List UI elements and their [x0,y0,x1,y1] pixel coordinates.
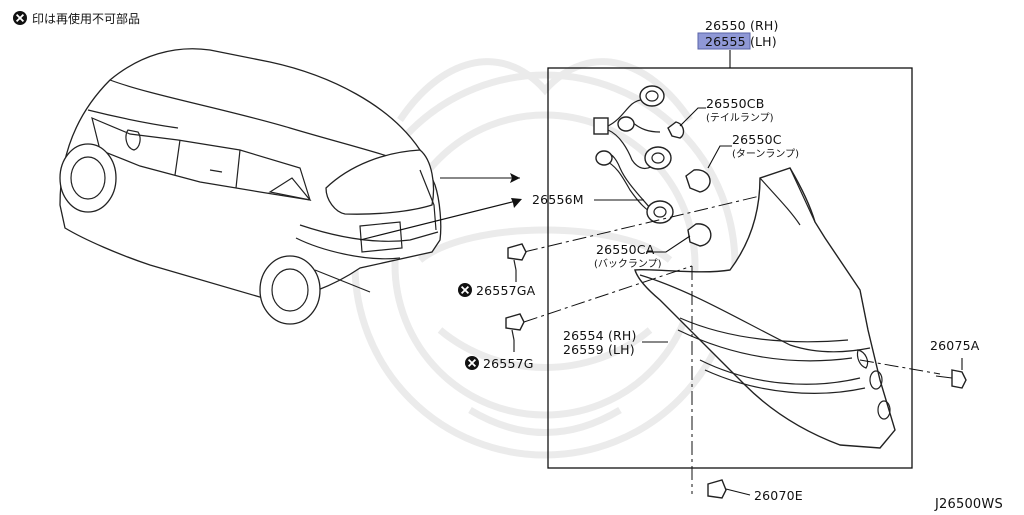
highlight-marker [697,32,751,50]
lamp-part-callout: 26550 (RH) 26555 (LH) [697,18,779,68]
car-to-box-arrows [359,173,522,241]
bolt: 26075A [930,338,980,389]
clip-g: 26557G [465,313,534,371]
back-bulb-icon [687,223,712,247]
back-bulb-name: (バックランプ) [594,258,662,270]
wiring-harness [593,85,674,224]
clip-ga-label: 26557GA [476,283,536,298]
tail-bulb-icon [667,121,685,139]
x-circle-icon [465,356,479,370]
screw-label: 26070E [754,488,803,503]
lamp-lh-label: 26555 (LH) [705,34,777,49]
back-bulb-code: 26550CA [596,242,655,257]
tail-bulb-code: 26550CB [706,96,764,111]
gasket-lh-label: 26559 (LH) [563,342,635,357]
watermark-emblem [351,58,739,459]
x-circle-icon [13,11,27,25]
screw: 26070E [707,479,803,503]
center-lines [523,195,941,494]
callout-leaders [594,107,732,343]
harness-connector [593,117,609,135]
bolt-label: 26075A [930,338,980,353]
car-illustration [59,48,442,325]
x-circle-icon [458,283,472,297]
bulbs [667,121,712,247]
turn-bulb-code: 26550C [732,132,782,147]
clip-ga: 26557GA [458,243,536,298]
lamp-rh-label: 26550 (RH) [705,18,779,33]
gasket-rh-label: 26554 (RH) [563,328,637,343]
note-text: 印は再使用不可部品 [32,11,140,26]
turn-bulb-icon [685,169,711,193]
harness-label: 26556M [532,192,584,207]
tail-bulb-name: (テイルランプ) [706,112,774,124]
non-reusable-note: 印は再使用不可部品 [13,11,140,26]
turn-bulb-name: (ターンランプ) [732,148,799,160]
tail-lamp-housing [634,167,896,449]
diagram-id: J26500WS [934,497,1003,511]
clip-g-label: 26557G [483,356,534,371]
